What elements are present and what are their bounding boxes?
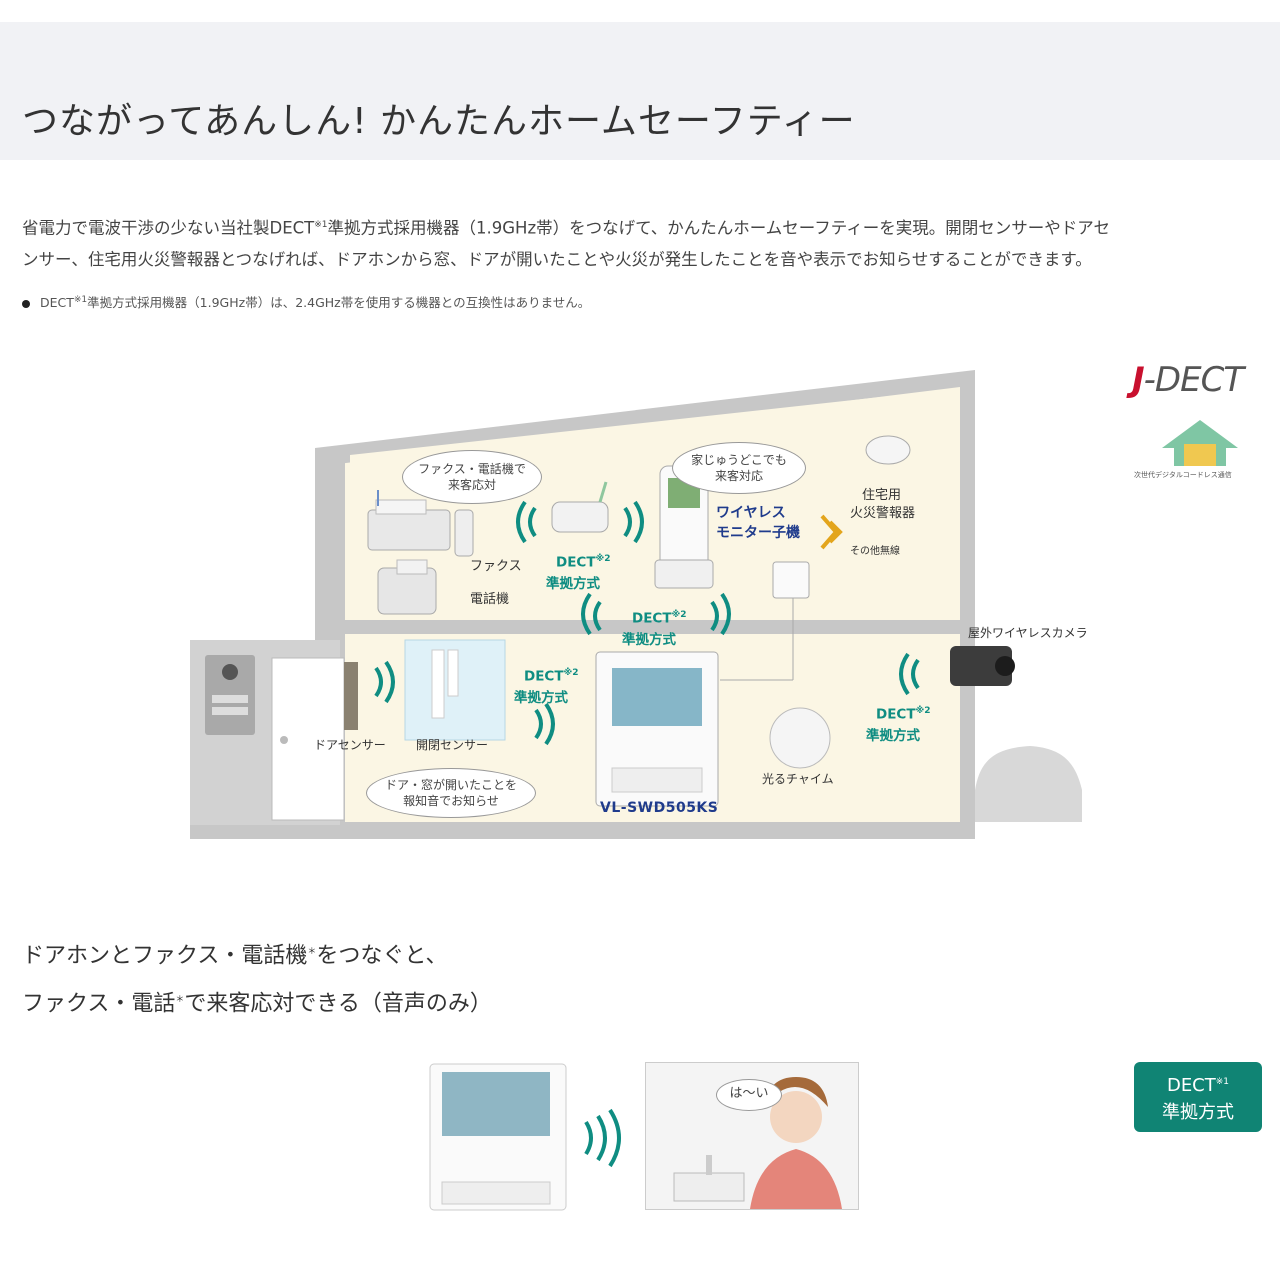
intro-paragraph: 省電力で電波干渉の少ない当社製DECT※1準拠方式採用機器（1.9GHz帯）をつ… (22, 210, 1262, 275)
dect-label-upper: DECT※2 (556, 554, 611, 571)
home-network-diagram: J-DECT 次世代デジタルコードレス通信 ファクス・電話機で来客応対 家じゅう… (0, 350, 1280, 850)
fax-bubble: ファクス・電話機で来客応対 (402, 450, 542, 504)
dect-sub-right: 準拠方式 (866, 728, 920, 744)
fax-label: ファクス (470, 559, 522, 574)
wireless-monitor-label-1: ワイヤレス (716, 505, 786, 521)
intro-text: ンサー、住宅用火災警報器とつなげれば、ドアホンから窓、ドアが開いたことや火災が発… (22, 249, 1092, 269)
speech-bubble: は〜い (716, 1079, 782, 1111)
phone-label: 電話機 (470, 592, 510, 607)
outdoor-camera-label: 屋外ワイヤレスカメラ (968, 626, 1088, 640)
dect-sub-left: 準拠方式 (514, 690, 568, 706)
section-subheading: ドアホンとファクス・電話機＊をつなぐと、 ファクス・電話＊で来客応対できる（音声… (22, 943, 492, 1017)
page-title: つながってあんしん! かんたんホームセーフティー (22, 101, 856, 142)
note-text: DECT (40, 295, 74, 310)
intro-text: 準拠方式採用機器（1.9GHz帯）をつなげて、かんたんホームセーフティーを実現。… (327, 218, 1110, 238)
fire-alarm-label-1: 住宅用 (862, 488, 902, 503)
house-rainbow-icon (1162, 420, 1238, 466)
open-sensor-label: 開閉センサー (416, 738, 489, 752)
intercom-monitor-illustration (429, 1063, 567, 1211)
handset-bubble: 家じゅうどこでも来客対応 (672, 442, 806, 494)
intro-text: 省電力で電波干渉の少ない当社製DECT (22, 218, 315, 238)
door-bubble: ドア・窓が開いたことを報知音でお知らせ (366, 768, 536, 818)
radio-wave-icon (584, 1108, 621, 1168)
door-sensor-label: ドアセンサー (314, 738, 386, 752)
phone-user-illustration: は〜い (645, 1062, 859, 1210)
intro-footnote-mark: ※1 (314, 220, 328, 230)
dect-label-right: DECT※2 (876, 706, 931, 723)
dect-badge: DECT※1 準拠方式 (1134, 1062, 1262, 1132)
fire-alarm-label-2: 火災警報器 (850, 506, 916, 521)
compatibility-note: DECT※1準拠方式採用機器（1.9GHz帯）は、2.4GHz帯を使用する機器と… (22, 292, 590, 311)
dect-label-left: DECT※2 (524, 668, 579, 685)
dect-label-center: DECT※2 (632, 610, 687, 627)
house-illustration (190, 370, 1082, 839)
dect-sub-center: 準拠方式 (622, 632, 676, 648)
chime-label: 光るチャイム (762, 772, 834, 786)
bullet-icon (22, 299, 30, 308)
j-dect-logo: J-DECT (1132, 360, 1244, 400)
dect-sub-upper: 準拠方式 (546, 576, 600, 592)
model-label: VL-SWD505KS (600, 800, 719, 816)
other-radio-label: その他無線 (850, 546, 900, 557)
j-dect-subtitle: 次世代デジタルコードレス通信 (1134, 471, 1232, 479)
wireless-monitor-label-2: モニター子機 (716, 525, 800, 541)
header-band: つながってあんしん! かんたんホームセーフティー (0, 22, 1280, 160)
note-text: 準拠方式採用機器（1.9GHz帯）は、2.4GHz帯を使用する機器との互換性はあ… (87, 295, 591, 310)
note-footnote-mark: ※1 (73, 294, 88, 305)
person-icon (673, 1077, 842, 1209)
